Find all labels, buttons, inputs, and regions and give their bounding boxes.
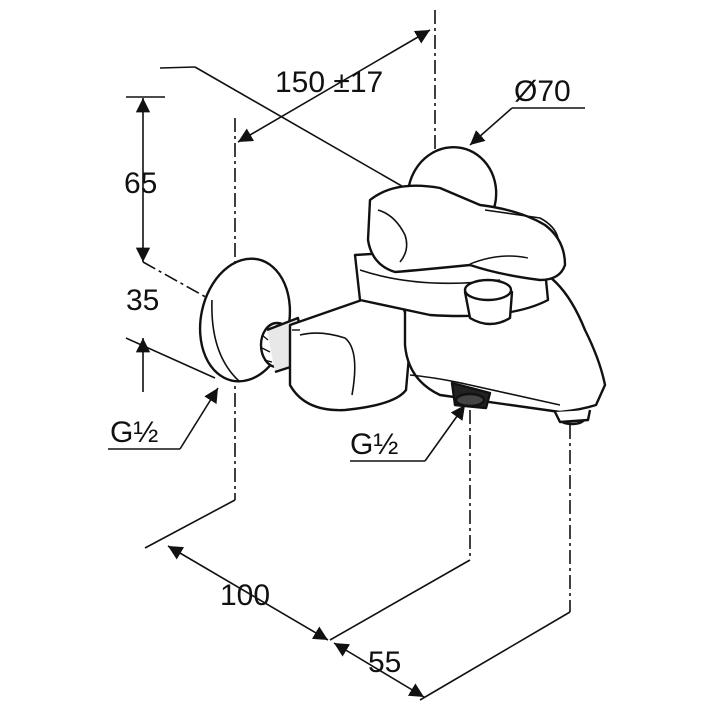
outlet-nut [450, 381, 492, 410]
label-offset-width: 150 ±17 [275, 66, 383, 99]
label-inlet-thread: G½ [110, 416, 158, 449]
label-height-top: 65 [124, 167, 157, 200]
diverter-knob [463, 278, 514, 326]
label-outlet-thread: G½ [350, 428, 398, 461]
label-projection: 100 [220, 579, 270, 612]
dimension-labels: 150 ±17 Ø70 65 35 G½ G½ 100 55 [110, 66, 571, 679]
label-height-outlet: 35 [126, 284, 159, 317]
mixer-body [288, 290, 412, 412]
label-spout-offset: 55 [368, 646, 401, 679]
lever-handle [366, 184, 567, 282]
faucet [198, 145, 607, 426]
label-rosette-diameter: Ø70 [514, 75, 571, 108]
